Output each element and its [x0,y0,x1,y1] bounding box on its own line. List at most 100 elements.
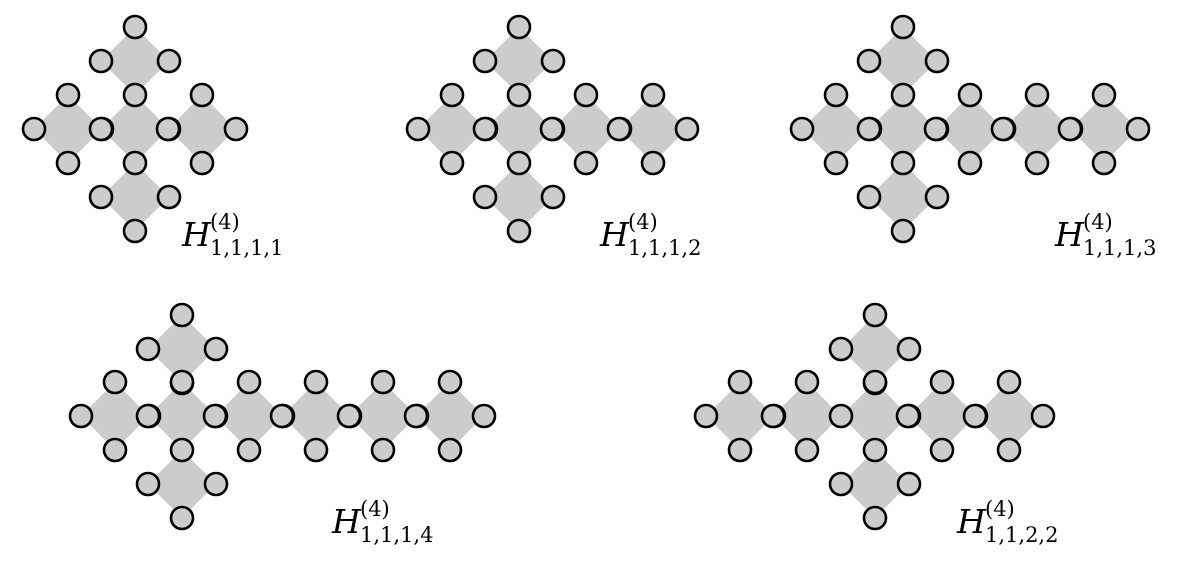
vertex-node [439,82,465,108]
vertex-node [760,403,786,429]
diamond-tile [908,382,976,450]
graph-label: H [1054,215,1085,254]
vertex-node [856,184,882,210]
vertex-node [996,369,1022,395]
vertex-node [135,336,161,362]
vertex-node [403,403,429,429]
vertex-node [55,150,81,176]
vertex-node [1091,150,1117,176]
vertex-node [896,336,922,362]
vertex-node [990,116,1016,142]
vertex-node [540,184,566,210]
vertex-node [924,48,950,74]
vertex-node [439,150,465,176]
diamond-tile [706,382,774,450]
diamond-tile [168,95,236,163]
vertex-node [506,218,532,244]
vertex-node [223,116,249,142]
vertex-node [405,116,431,142]
label-subscript: 1,1,2,2 [985,523,1058,547]
graph-label: H [599,215,630,254]
vertex-node [506,82,532,108]
diamond-tile [81,382,149,450]
vertex-node [896,471,922,497]
vertex-node [169,437,195,463]
diamond-tile [101,95,169,163]
vertex-node [303,437,329,463]
vertex-node [88,48,114,74]
diamond-tile [869,163,937,231]
vertex-node [269,403,295,429]
vertex-node [55,82,81,108]
diamond-tile [416,382,484,450]
diamond-tile [101,163,169,231]
vertex-node [727,369,753,395]
vertex-node [573,82,599,108]
graph-h1114: H(4)1,1,1,4 [68,302,497,547]
graph-label: H [331,502,362,541]
vertex-node [693,403,719,429]
graph-h1111: H(4)1,1,1,1 [21,14,283,260]
vertex-node [472,184,498,210]
vertex-node [236,369,262,395]
vertex-node [929,369,955,395]
vertex-node [122,218,148,244]
label-subscript: 1,1,1,3 [1083,236,1156,260]
vertex-node [472,116,498,142]
vertex-node [169,302,195,328]
vertex-node [203,336,229,362]
vertex-node [1091,82,1117,108]
graph-label: H [956,502,987,541]
vertex-node [794,437,820,463]
vertex-node [506,150,532,176]
vertex-node [929,437,955,463]
label-main: H [956,502,987,541]
diamond-tile [936,95,1004,163]
vertex-node [370,437,396,463]
diamond-tile [148,315,216,383]
label-main: H [181,215,212,254]
vertex-node [1125,116,1151,142]
vertex-node [856,116,882,142]
vertex-node [962,403,988,429]
diamond-tile [1070,95,1138,163]
diamond-tile [975,382,1043,450]
vertex-node [506,14,532,40]
vertex-node [236,437,262,463]
vertex-node [155,116,181,142]
label-superscript: (4) [1083,210,1113,234]
vertex-node [370,369,396,395]
vertex-node [189,150,215,176]
label-main: H [331,502,362,541]
vertex-node [823,150,849,176]
vertex-node [437,437,463,463]
vertex-node [202,403,228,429]
label-subscript: 1,1,1,2 [628,236,701,260]
vertex-node [1030,403,1056,429]
diamond-tile [841,450,909,518]
vertex-node [169,505,195,531]
vertex-node [156,48,182,74]
vertex-node [674,116,700,142]
vertex-node [862,505,888,531]
vertex-node [437,369,463,395]
vertex-node [68,403,94,429]
vertex-node [957,82,983,108]
vertex-node [923,116,949,142]
vertex-node [1024,150,1050,176]
diamond-tile [802,95,870,163]
vertex-node [606,116,632,142]
vertex-node [890,82,916,108]
vertex-node [122,14,148,40]
label-superscript: (4) [210,210,240,234]
vertex-node [862,302,888,328]
label-subscript: 1,1,1,1 [210,236,283,260]
vertex-node [303,369,329,395]
vertex-node [102,437,128,463]
vertex-node [794,369,820,395]
graph-h1122: H(4)1,1,2,2 [693,302,1058,547]
diamond-tile [215,382,283,450]
diamond-tile [485,163,553,231]
diamond-tile [619,95,687,163]
